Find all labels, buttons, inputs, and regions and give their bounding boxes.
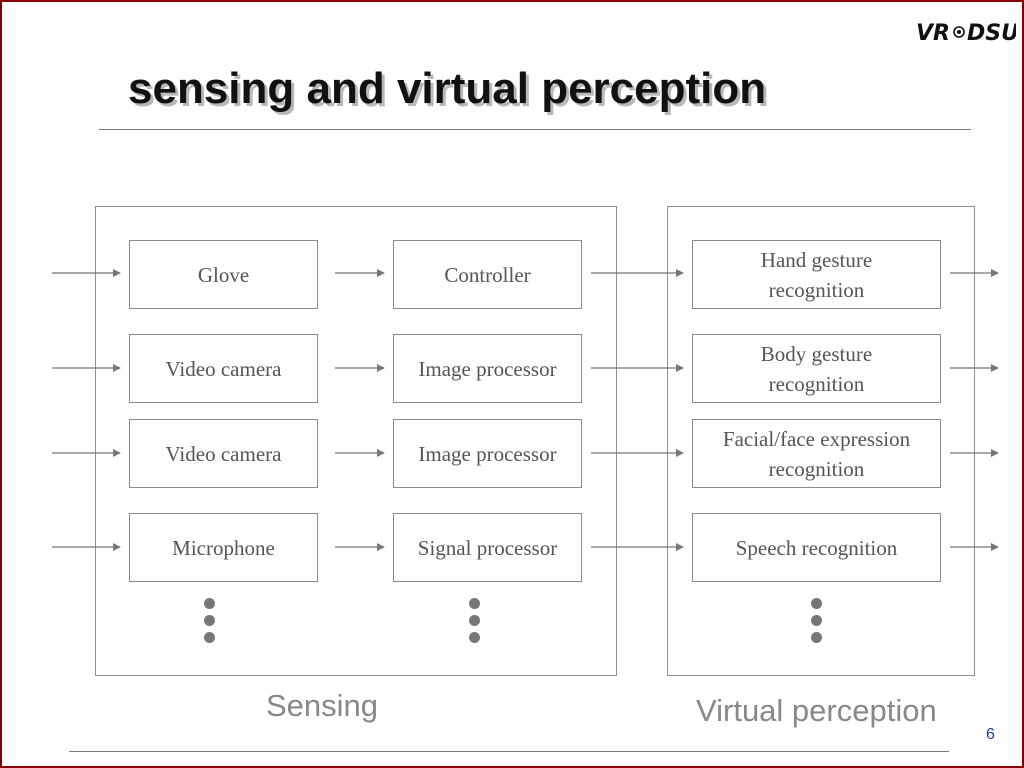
footer-divider <box>69 751 949 752</box>
sensor-node-microphone: Microphone <box>129 513 318 582</box>
svg-text:DSU: DSU <box>967 21 1016 46</box>
vr-dsu-logo: VR DSU <box>916 21 1016 46</box>
processor-node-signal-processor: Signal processor <box>393 513 582 582</box>
sensing-label: Sensing <box>266 688 379 723</box>
virtual-perception-label: Virtual perception <box>696 693 937 728</box>
title-divider <box>99 129 971 130</box>
processor-node-image-processor: Image processor <box>393 334 582 403</box>
slide-title: sensing and virtual perception <box>128 64 767 113</box>
processor-node-image-processor: Image processor <box>393 419 582 488</box>
svg-text:VR: VR <box>916 21 950 46</box>
sensor-node-glove: Glove <box>129 240 318 309</box>
sensor-node-video-camera: Video camera <box>129 334 318 403</box>
sensor-node-video-camera: Video camera <box>129 419 318 488</box>
page-number: 6 <box>986 726 995 743</box>
recognizer-node-speech: Speech recognition <box>692 513 941 582</box>
processor-node-controller: Controller <box>393 240 582 309</box>
